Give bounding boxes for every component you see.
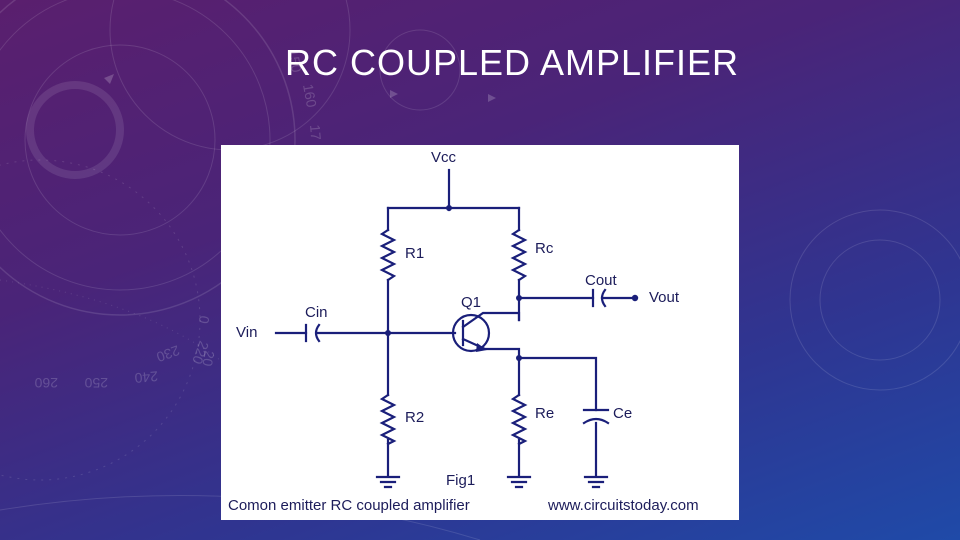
- cout-capacitor: [591, 288, 607, 308]
- dial-number: 240: [134, 368, 159, 386]
- label-cin: Cin: [305, 304, 328, 321]
- re-resistor: [510, 393, 528, 446]
- r2-resistor: [379, 393, 397, 446]
- r1-resistor: [379, 228, 397, 282]
- label-ce: Ce: [613, 405, 632, 422]
- caption-right: www.circuitstoday.com: [547, 497, 699, 514]
- dial-number: 17: [307, 124, 324, 141]
- label-r2: R2: [405, 409, 424, 426]
- junction-dot: [516, 295, 522, 301]
- dial-number: 160: [300, 83, 320, 109]
- label-vin: Vin: [236, 324, 257, 341]
- dial-number: 220: [189, 339, 212, 367]
- q1-transistor-body: [451, 313, 491, 353]
- cin-capacitor: [304, 323, 321, 343]
- q1-emitter: [461, 337, 521, 360]
- dial-number: 20: [199, 349, 217, 367]
- label-fig: Fig1: [446, 472, 475, 489]
- rc-resistor: [510, 228, 528, 282]
- dial-number: 0: [196, 314, 213, 325]
- dial-number: 260: [34, 375, 58, 391]
- vout-terminal-dot: [631, 294, 639, 302]
- label-q1: Q1: [461, 294, 481, 311]
- label-vcc: Vcc: [431, 149, 457, 166]
- circuit-diagram: Vcc R1 Rc Cout Vout Q1 Cin Vin R2 Re Ce …: [228, 149, 699, 514]
- ground-symbol: [375, 475, 401, 489]
- label-rc: Rc: [535, 240, 554, 257]
- q1-collector: [461, 311, 521, 329]
- label-vout: Vout: [649, 289, 680, 306]
- ground-symbol: [583, 475, 609, 489]
- dial-number: 250: [84, 375, 108, 391]
- slide-title: RC COUPLED AMPLIFIER: [284, 42, 740, 83]
- ground-symbol: [506, 475, 532, 489]
- label-cout: Cout: [585, 272, 618, 289]
- label-re: Re: [535, 405, 554, 422]
- dial-number: 230: [154, 342, 182, 365]
- label-r1: R1: [405, 245, 424, 262]
- junction-dot: [446, 205, 452, 211]
- q1-emitter-arrow: [476, 343, 487, 352]
- circuit-diagram-panel: Vcc R1 Rc Cout Vout Q1 Cin Vin R2 Re Ce …: [221, 145, 739, 520]
- emitter-node-wire: [517, 356, 598, 477]
- ce-capacitor: [582, 408, 610, 425]
- junction-dot: [385, 330, 391, 336]
- caption-left: Comon emitter RC coupled amplifier: [228, 497, 470, 514]
- junction-dot: [516, 355, 522, 361]
